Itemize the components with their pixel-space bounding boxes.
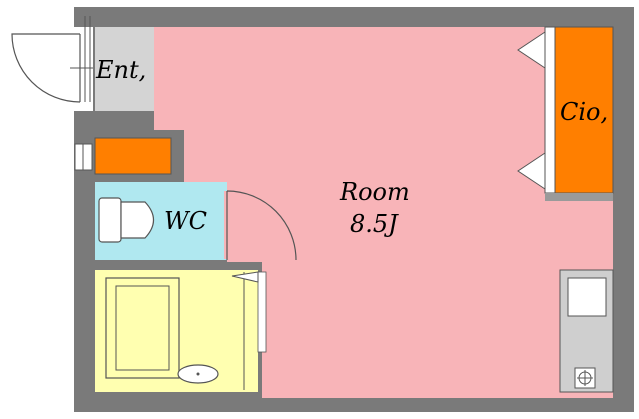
room-label: Room bbox=[339, 178, 410, 206]
entrance-storage bbox=[94, 137, 172, 175]
bath-door-marker bbox=[231, 271, 259, 283]
main-room-floor bbox=[154, 27, 613, 398]
entrance-door-swing bbox=[11, 33, 81, 103]
bath-sink-drain bbox=[196, 372, 200, 376]
entrance-label: Ent, bbox=[95, 56, 146, 84]
bathtub bbox=[105, 277, 180, 379]
closet-floor bbox=[554, 26, 614, 194]
room-size-label: 8.5J bbox=[350, 210, 399, 238]
wc-door-swing bbox=[226, 190, 297, 261]
bath-door-gap bbox=[257, 271, 267, 353]
toilet-bowl bbox=[120, 201, 155, 239]
closet-bottom-wall bbox=[545, 193, 613, 201]
closet-door-top bbox=[517, 31, 546, 69]
toilet-tank bbox=[98, 197, 122, 243]
bathtub-inner bbox=[115, 285, 170, 371]
kitchen-sink bbox=[567, 277, 607, 317]
closet-front-wall bbox=[544, 26, 556, 194]
wc-door-gap bbox=[224, 191, 232, 259]
closet-label: Cio, bbox=[560, 98, 608, 126]
closet-door-bottom bbox=[517, 152, 546, 190]
entrance-floor bbox=[95, 27, 154, 111]
wc-label: WC bbox=[164, 207, 207, 235]
